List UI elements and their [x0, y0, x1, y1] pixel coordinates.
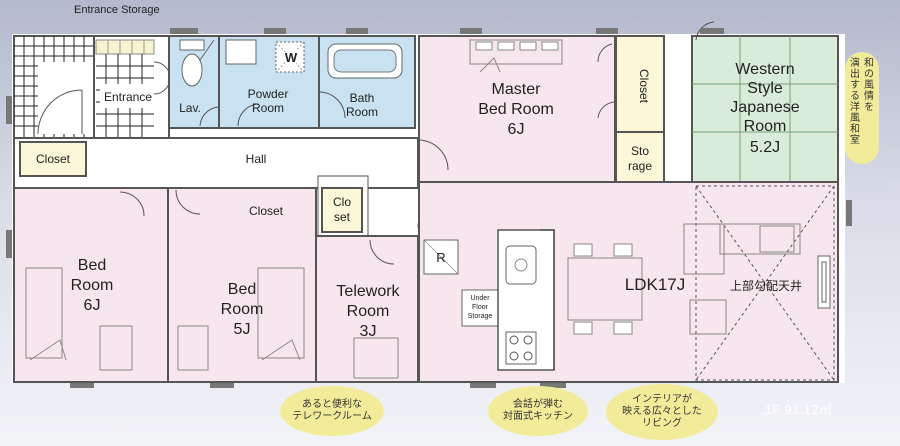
label-lav: Lav.	[179, 101, 201, 115]
label-w: W	[285, 50, 298, 65]
label-underfloor-2: Floor	[472, 304, 489, 311]
label-closet-left: Closet	[36, 152, 71, 166]
bed-room-1	[13, 187, 169, 383]
ldk-area	[418, 181, 839, 383]
note-kitchen: 会話が弾む対面式キッチン	[488, 386, 588, 436]
window-markers	[6, 28, 852, 388]
note-living-line2: 映える広々とした	[622, 406, 702, 417]
label-master-2: Bed Room	[478, 101, 554, 118]
western-japanese-room	[691, 21, 839, 183]
label-powder-2: Room	[252, 101, 284, 115]
label-ldk: LDK17J	[625, 275, 685, 294]
label-bed2-2: Room	[221, 301, 264, 318]
closet-small	[321, 187, 363, 233]
entrance-area	[93, 35, 171, 139]
note-living-line3: リビング	[641, 418, 682, 429]
label-japanese-3: Japanese	[730, 99, 799, 116]
label-bath-2: Room	[346, 105, 378, 119]
bed-room-2	[167, 187, 317, 383]
master-bed-room	[418, 35, 616, 183]
label-master-1: Master	[492, 81, 542, 98]
bath-room	[318, 35, 416, 129]
label-underfloor-1: Under	[470, 295, 490, 302]
label-r: R	[436, 250, 445, 265]
closet-master	[615, 35, 665, 133]
closet-left	[19, 141, 87, 177]
label-japanese-4: Room	[744, 118, 787, 135]
label-telework-3: 3J	[360, 323, 377, 340]
label-japanese-1: Western	[735, 61, 794, 78]
label-hall: Hall	[246, 152, 267, 166]
label-storage-2: rage	[628, 159, 652, 173]
note-kitchen-line2: 対面式キッチン	[503, 411, 573, 422]
entrance-storage-area	[13, 35, 95, 139]
label-underfloor-3: Storage	[468, 313, 493, 320]
label-bed1-3: 6J	[84, 297, 101, 314]
label-bed2-1: Bed	[228, 281, 256, 298]
note-living: インテリアが映える広々としたリビング	[606, 384, 718, 440]
label-telework-2: Room	[347, 303, 390, 320]
note-telework-line1: あると便利な	[302, 399, 362, 410]
note-japanese-col1: 和の風情を	[864, 58, 874, 113]
label-master-3: 6J	[508, 121, 525, 138]
floor-area: 1F 91.12㎡	[765, 402, 833, 417]
note-living-line1: インテリアが	[631, 394, 692, 405]
note-japanese-col2: 演出する洋風和室	[850, 58, 860, 146]
label-storage-1: Sto	[631, 144, 649, 158]
note-telework-line2: テレワークルーム	[292, 411, 372, 422]
label-bath-1: Bath	[350, 91, 375, 105]
label-entrance-storage: Entrance Storage	[74, 4, 160, 16]
label-closet-small-1: Clo	[333, 195, 351, 209]
label-japanese-5: 5.2J	[750, 139, 780, 156]
label-bed1-1: Bed	[78, 257, 106, 274]
lav-room	[168, 35, 220, 129]
label-vaulted-ceiling: 上部勾配天井	[730, 278, 802, 293]
note-telework: あると便利なテレワークルーム	[280, 386, 384, 436]
label-japanese-2: Style	[747, 80, 783, 97]
telework-room	[315, 235, 419, 383]
note-kitchen-line1: 会話が弾む	[513, 399, 563, 410]
label-bed2-3: 5J	[234, 321, 251, 338]
label-bed1-2: Room	[71, 277, 114, 294]
label-powder-1: Powder	[248, 87, 289, 101]
label-closet-master: Closet	[637, 69, 651, 104]
label-entrance: Entrance	[104, 90, 152, 104]
label-closet-mid: Closet	[249, 204, 284, 218]
label-closet-small-2: set	[334, 210, 351, 224]
note-japanese-room: 和の風情を 演出する洋風和室	[845, 52, 879, 164]
label-telework-1: Telework	[336, 283, 400, 300]
